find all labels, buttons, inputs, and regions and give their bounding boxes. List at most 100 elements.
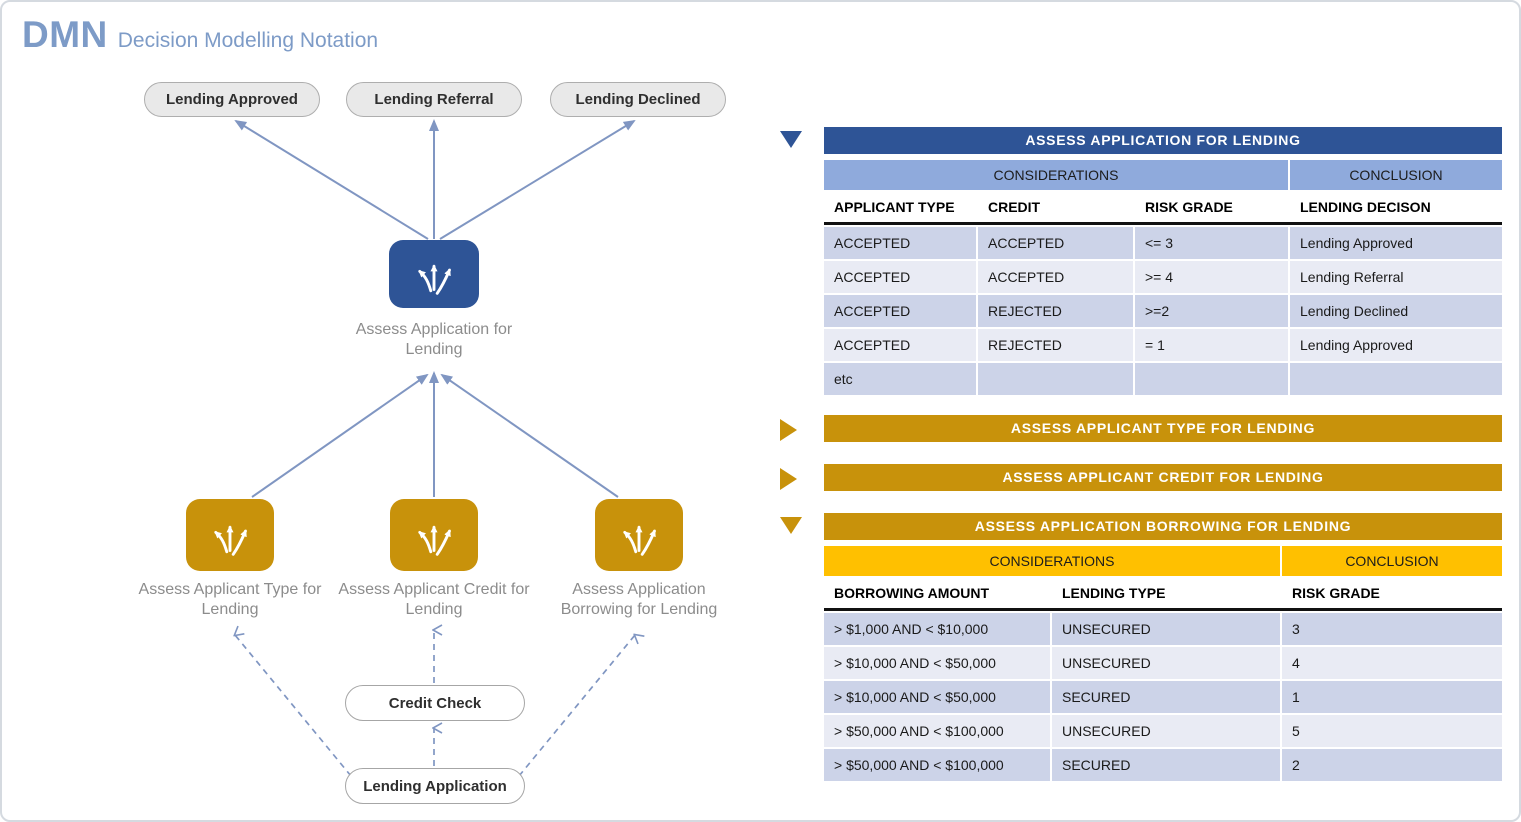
decision-table: ASSESS APPLICATION BORROWING FOR LENDING… <box>824 513 1502 781</box>
arrow-type-to-main <box>251 373 429 498</box>
table-cell: 5 <box>1282 715 1502 747</box>
decision-tables-panel: ASSESS APPLICATION FOR LENDING CONSIDERA… <box>780 127 1502 781</box>
decision-node-assess-application-borrowing <box>595 499 683 571</box>
table-cell: > $1,000 AND < $10,000 <box>824 613 1050 645</box>
split-arrows-icon <box>418 525 451 556</box>
conclusion-header: CONCLUSION <box>1282 546 1502 576</box>
output-node-lending-approved: Lending Approved <box>144 82 320 117</box>
table-cell <box>1135 363 1288 395</box>
column-header: RISK GRADE <box>1282 578 1502 608</box>
table-cell: 4 <box>1282 647 1502 679</box>
input-label: Credit Check <box>388 694 482 712</box>
dashed-arrow-application-to-type <box>235 635 352 777</box>
expand-triangle-icon[interactable] <box>780 468 797 490</box>
column-header: RISK GRADE <box>1135 192 1288 222</box>
table-cell: REJECTED <box>978 295 1133 327</box>
table-cell: REJECTED <box>978 329 1133 361</box>
table-cell: > $10,000 AND < $50,000 <box>824 681 1050 713</box>
table-cell: >=2 <box>1135 295 1288 327</box>
table-row: ACCEPTED REJECTED >=2 Lending Declined <box>824 295 1502 327</box>
split-arrows-icon <box>418 264 451 295</box>
table-cell: ACCEPTED <box>978 261 1133 293</box>
decision-table-assess-application: ASSESS APPLICATION FOR LENDING CONSIDERA… <box>780 127 1502 395</box>
page-header: DMN Decision Modelling Notation <box>22 14 378 56</box>
table-cell: 1 <box>1282 681 1502 713</box>
table-cell: > $50,000 AND < $100,000 <box>824 749 1050 781</box>
table-title-bar: ASSESS APPLICANT CREDIT FOR LENDING <box>824 464 1502 491</box>
table-cell: ACCEPTED <box>824 227 976 259</box>
decision-label-assess-application-borrowing: Assess Application Borrowing for Lending <box>560 581 718 618</box>
table-cell: > $10,000 AND < $50,000 <box>824 647 1050 679</box>
dashed-arrow-application-to-borrowing <box>518 635 635 777</box>
table-cell: >= 4 <box>1135 261 1288 293</box>
column-header: LENDING TYPE <box>1052 578 1280 608</box>
split-arrows-icon <box>623 525 656 556</box>
page-title: Decision Modelling Notation <box>117 29 379 52</box>
column-header: APPLICANT TYPE <box>824 192 976 222</box>
triangle-gutter <box>780 415 824 442</box>
expand-triangle-icon[interactable] <box>780 419 797 441</box>
column-header-row: APPLICANT TYPE CREDIT RISK GRADE LENDING… <box>824 192 1502 225</box>
table-cell: ACCEPTED <box>824 261 976 293</box>
triangle-gutter <box>780 127 824 395</box>
table-cell: Lending Approved <box>1290 227 1502 259</box>
considerations-header: CONSIDERATIONS <box>824 546 1280 576</box>
table-row: ACCEPTED REJECTED = 1 Lending Approved <box>824 329 1502 361</box>
table-row: > $1,000 AND < $10,000 UNSECURED 3 <box>824 613 1502 645</box>
decision-table: ASSESS APPLICANT TYPE FOR LENDING <box>824 415 1502 442</box>
table-cell: UNSECURED <box>1052 613 1280 645</box>
table-cell: etc <box>824 363 976 395</box>
arrow-main-to-declined <box>439 119 636 240</box>
input-node-lending-application: Lending Application <box>345 768 525 804</box>
connector-arrows <box>2 119 782 777</box>
table-cell: UNSECURED <box>1052 647 1280 679</box>
output-node-lending-referral: Lending Referral <box>346 82 522 117</box>
table-cell: ACCEPTED <box>978 227 1133 259</box>
decision-label-assess-applicant-credit: Assess Applicant Credit for Lending <box>338 581 530 618</box>
table-cell: 2 <box>1282 749 1502 781</box>
column-header: CREDIT <box>978 192 1133 222</box>
dmn-logo: DMN <box>22 14 108 55</box>
arrow-main-to-approved <box>234 119 429 240</box>
decision-node-assess-applicant-credit <box>390 499 478 571</box>
table-row: ACCEPTED ACCEPTED >= 4 Lending Referral <box>824 261 1502 293</box>
decision-table: ASSESS APPLICATION FOR LENDING CONSIDERA… <box>824 127 1502 395</box>
collapse-triangle-icon[interactable] <box>780 131 802 148</box>
table-title-bar: ASSESS APPLICANT TYPE FOR LENDING <box>824 415 1502 442</box>
decision-label-assess-applicant-type: Assess Applicant Type for Lending <box>138 581 322 618</box>
triangle-gutter <box>780 464 824 491</box>
triangle-gutter <box>780 513 824 781</box>
table-cell: = 1 <box>1135 329 1288 361</box>
conclusion-header: CONCLUSION <box>1290 160 1502 190</box>
considerations-header: CONSIDERATIONS <box>824 160 1288 190</box>
output-label: Lending Declined <box>575 91 701 108</box>
group-header-row: CONSIDERATIONS CONCLUSION <box>824 160 1502 190</box>
decision-table-assess-application-borrowing: ASSESS APPLICATION BORROWING FOR LENDING… <box>780 513 1502 781</box>
split-arrows-icon <box>214 525 247 556</box>
table-row: > $10,000 AND < $50,000 UNSECURED 4 <box>824 647 1502 679</box>
column-header-row: BORROWING AMOUNT LENDING TYPE RISK GRADE <box>824 578 1502 611</box>
table-cell: > $50,000 AND < $100,000 <box>824 715 1050 747</box>
decision-table-assess-applicant-credit: ASSESS APPLICANT CREDIT FOR LENDING <box>780 464 1502 491</box>
arrow-borrowing-to-main <box>440 373 619 498</box>
decision-table-assess-applicant-type: ASSESS APPLICANT TYPE FOR LENDING <box>780 415 1502 442</box>
decision-node-assess-applicant-type <box>186 499 274 571</box>
table-cell <box>978 363 1133 395</box>
table-cell: <= 3 <box>1135 227 1288 259</box>
table-cell: SECURED <box>1052 749 1280 781</box>
table-cell: 3 <box>1282 613 1502 645</box>
table-cell: ACCEPTED <box>824 295 976 327</box>
decision-label-assess-application: Assess Application for Lending <box>355 321 513 358</box>
table-cell: Lending Referral <box>1290 261 1502 293</box>
table-cell: ACCEPTED <box>824 329 976 361</box>
column-header: LENDING DECISON <box>1290 192 1502 222</box>
table-row: > $50,000 AND < $100,000 UNSECURED 5 <box>824 715 1502 747</box>
table-cell: Lending Declined <box>1290 295 1502 327</box>
table-row: > $10,000 AND < $50,000 SECURED 1 <box>824 681 1502 713</box>
input-label: Lending Application <box>363 777 507 795</box>
output-label: Lending Referral <box>374 91 494 108</box>
collapse-triangle-icon[interactable] <box>780 517 802 534</box>
output-node-lending-declined: Lending Declined <box>550 82 726 117</box>
output-label: Lending Approved <box>166 91 298 108</box>
